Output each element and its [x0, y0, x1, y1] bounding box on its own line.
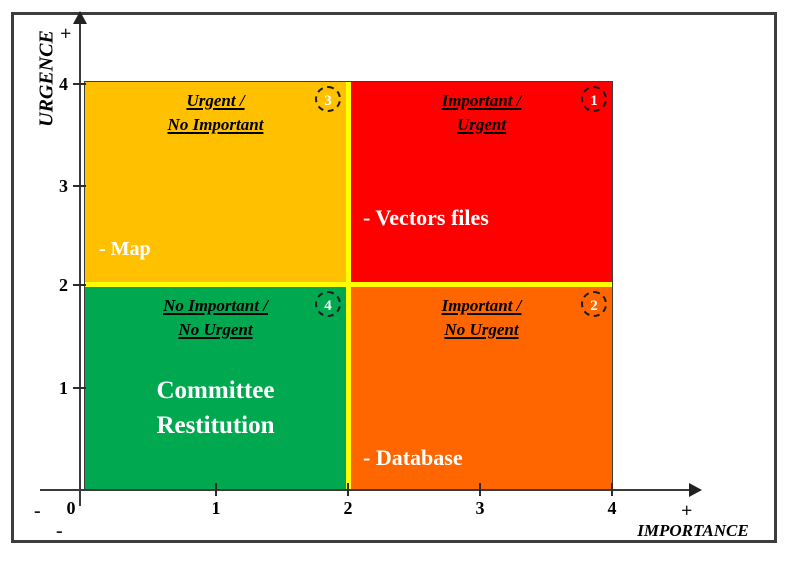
task-item: - Database: [363, 445, 463, 470]
y-axis-minus-sign: -: [56, 520, 63, 542]
y-axis-line: [79, 20, 81, 506]
quadrant-title-line2: Urgent: [456, 115, 507, 134]
quadrant-no-important-no-urgent: No Important / No Urgent 4 Committee Res…: [85, 287, 346, 489]
quadrant-title: Urgent / No Important: [85, 89, 346, 137]
y-tick-2: [73, 284, 86, 286]
y-tick-label: 2: [59, 275, 68, 295]
y-tick-4: [73, 83, 86, 85]
quadrant-title: Important / No Urgent: [351, 294, 612, 342]
y-axis-arrow-icon: [73, 11, 87, 24]
y-tick-label: 1: [59, 378, 68, 398]
quadrant-title: Important / Urgent: [351, 89, 612, 137]
quadrant-title: No Important / No Urgent: [85, 294, 346, 342]
x-tick-3: [479, 483, 481, 496]
quadrant-grid: Urgent / No Important 3 - Map - Readable…: [84, 81, 613, 565]
task-item: - Vectors files: [363, 205, 489, 230]
y-tick-3: [73, 185, 86, 187]
quadrant-title-line1: Urgent /: [186, 91, 245, 110]
y-tick-label: 4: [59, 74, 68, 94]
x-axis-arrow-icon: [689, 483, 702, 497]
x-tick-label: 3: [475, 498, 485, 518]
quadrant-urgent-no-important: Urgent / No Important 3 - Map - Readable…: [85, 82, 346, 347]
quadrant-title-line1: Important /: [441, 91, 522, 110]
priority-badge: 2: [581, 291, 607, 317]
priority-badge: 4: [315, 291, 341, 317]
y-tick-label: 3: [59, 176, 68, 196]
quadrant-title-line2: No Urgent: [444, 320, 519, 339]
x-tick-label: 2: [343, 498, 353, 518]
quadrant-title-line2: No Urgent: [178, 320, 253, 339]
quadrant-title-line1: No Important /: [163, 296, 268, 315]
x-axis-title: IMPORTANCE: [637, 521, 749, 540]
task-list: - Database - Analysis: [363, 378, 463, 565]
priority-badge: 1: [581, 86, 607, 112]
priority-badge: 3: [315, 86, 341, 112]
x-tick-1: [215, 483, 217, 496]
y-tick-1: [73, 387, 86, 389]
x-axis-line: [40, 489, 690, 491]
quadrant-important-urgent: Important / Urgent 1 - Vectors files - R…: [351, 82, 612, 509]
quadrant-title-line2: No Important: [167, 115, 264, 134]
task-item: Committee: [156, 377, 275, 404]
x-axis-plus-sign: +: [681, 500, 693, 522]
x-origin-label: 0: [66, 498, 76, 518]
y-axis-plus-sign: +: [60, 23, 72, 45]
task-item: Restitution: [156, 412, 275, 439]
task-item: - Map: [99, 238, 151, 260]
x-axis-minus-sign: -: [34, 500, 41, 522]
quadrant-important-no-urgent: Important / No Urgent 2 - Database - Ana…: [351, 287, 612, 565]
quadrant-title-line1: Important /: [441, 296, 522, 315]
task-item: - Analysis: [363, 541, 455, 565]
figure-outer-frame: [11, 12, 777, 543]
task-list: Committee Restitution: [85, 373, 346, 443]
x-tick-2: [347, 483, 349, 496]
x-tick-label: 4: [607, 498, 617, 518]
x-tick-label: 1: [211, 498, 221, 518]
x-tick-4: [611, 483, 613, 496]
